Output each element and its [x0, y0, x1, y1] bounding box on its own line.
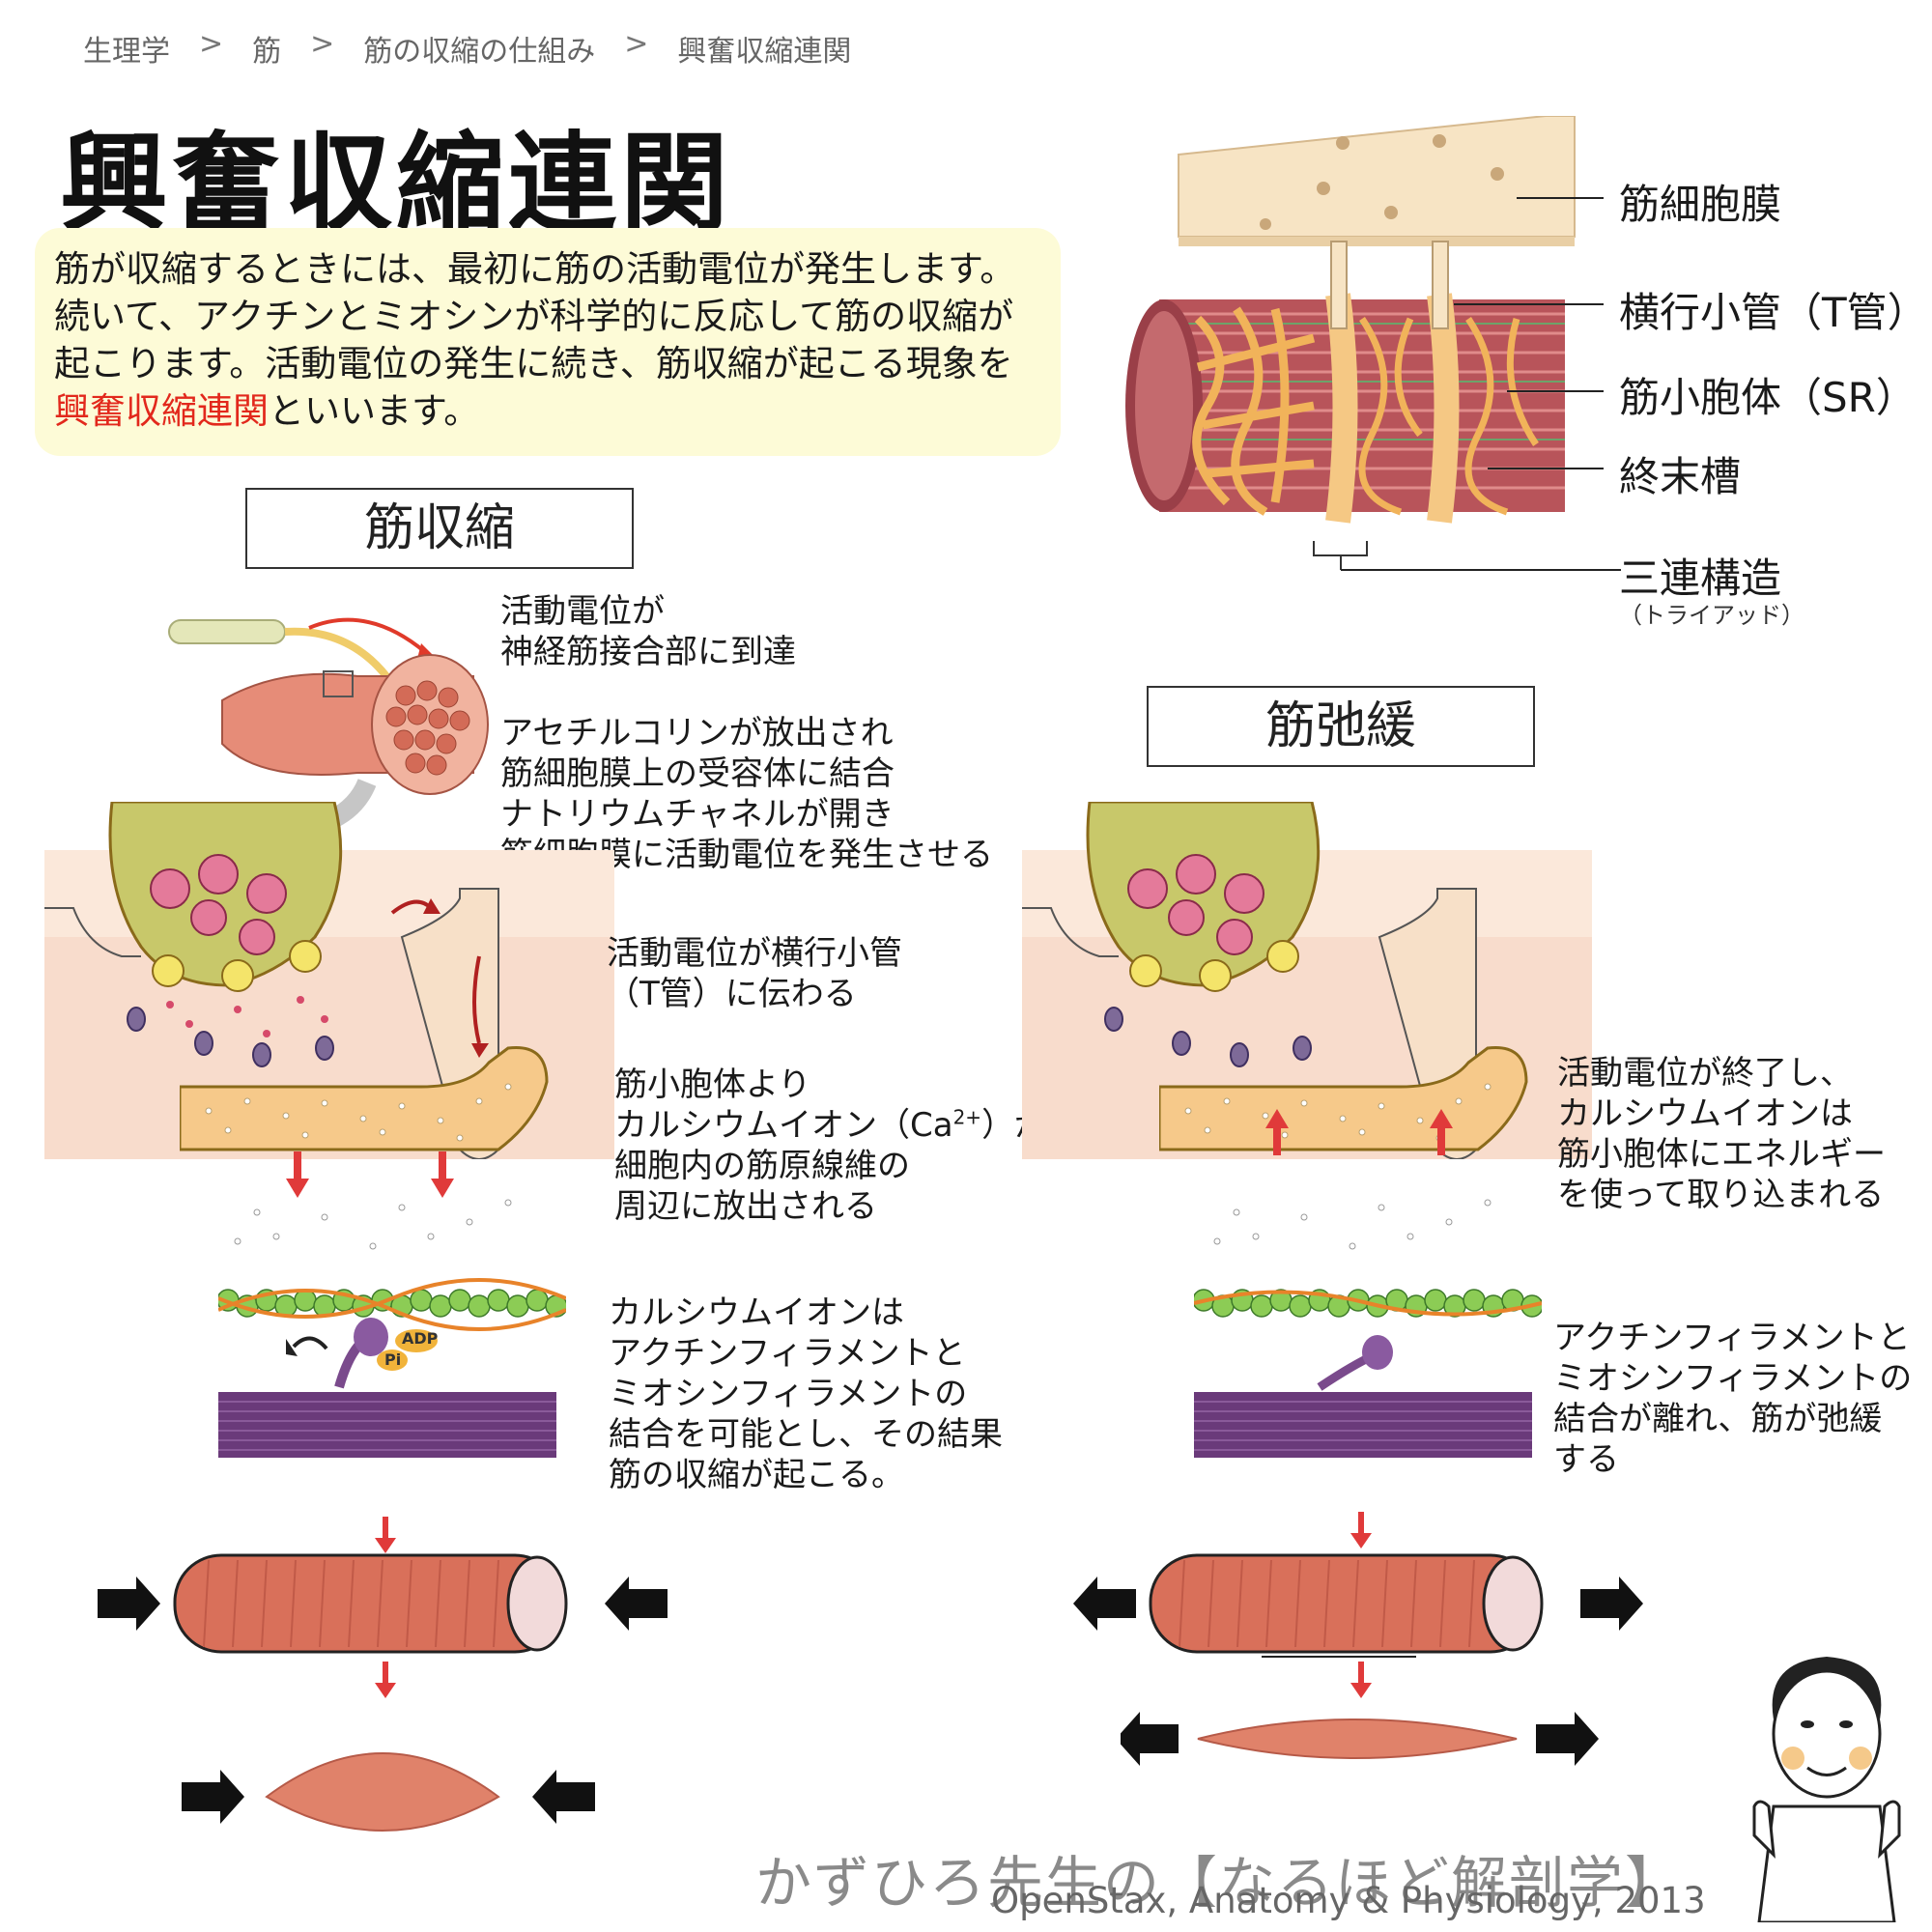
sarcoplasmic-reticulum-illustration [1125, 116, 1604, 570]
intro-highlight: 興奮収縮連関 [54, 390, 269, 432]
intro-line: 起こります。活動電位の発生に続き、筋収縮が起こる現象を [54, 343, 1013, 384]
muscle-relaxing-illustration [1073, 1512, 1643, 1698]
sr-calcium-release-contraction [180, 1045, 549, 1250]
teacher-mascot-illustration [1752, 1657, 1901, 1922]
breadcrumb-separator: > [624, 27, 649, 61]
relaxation-heading: 筋弛緩 [1147, 686, 1535, 767]
footer-credit: OpenStax, Anatomy & Physiology, 2013 [991, 1880, 1706, 1921]
calcium-charge: 2+ [952, 1105, 982, 1129]
label-triad-sub: （トライアッド） [1619, 602, 1804, 629]
intro-line: 筋が収縮するときには、最初に筋の活動電位が発生します。 [54, 248, 1016, 290]
contraction-step5-caption: カルシウムイオンは アクチンフィラメントと ミオシンフィラメントの 結合を可能と… [609, 1293, 1003, 1494]
contraction-step1-caption: 活動電位が 神経筋接合部に到達 [500, 592, 796, 671]
breadcrumb-item[interactable]: 筋 [252, 35, 282, 69]
adp-label: ADP [402, 1329, 439, 1348]
breadcrumb-separator: > [199, 27, 224, 61]
breadcrumb-item[interactable]: 筋の収縮の仕組み [363, 35, 596, 69]
nerve-muscle-bundle-illustration [168, 617, 489, 840]
footer-brand: かずひろ先生の【なるほど解剖学】 [755, 1850, 1684, 1916]
label-sarcolemma: 筋細胞膜 [1619, 181, 1782, 228]
breadcrumb: 生理学 > 筋 > 筋の収縮の仕組み > 興奮収縮連関 [83, 27, 851, 70]
label-triad: 三連構造 [1619, 554, 1782, 602]
pi-label: Pi [384, 1350, 402, 1369]
label-t-tubule: 横行小管（T管） [1619, 289, 1928, 336]
contraction-heading: 筋収縮 [245, 488, 634, 569]
triad-leader-line [1341, 569, 1621, 571]
breadcrumb-item[interactable]: 生理学 [83, 35, 170, 69]
intro-line: 続いて、アクチンとミオシンが科学的に反応して筋の収縮が [54, 296, 1014, 337]
breadcrumb-item-current: 興奮収縮連関 [677, 35, 852, 69]
contraction-step4-pre: 筋小胞体より カルシウムイオン（Ca [614, 1065, 953, 1145]
intro-line: 興奮収縮連関といいます。 [54, 387, 1041, 435]
sr-calcium-uptake-relaxation [1159, 1045, 1528, 1250]
intro-box: 筋が収縮するときには、最初に筋の活動電位が発生します。 続いて、アクチンとミオシ… [35, 228, 1061, 456]
relaxation-step2-caption: アクチンフィラメントと ミオシンフィラメントの 結合が離れ、筋が弛緩 する [1553, 1319, 1913, 1479]
breadcrumb-separator: > [310, 27, 335, 61]
relaxation-step1-caption: 活動電位が終了し、 カルシウムイオンは 筋小胞体にエネルギー を使って取り込まれ… [1557, 1054, 1886, 1214]
actin-myosin-binding-illustration [218, 1278, 566, 1458]
contraction-step4-post: ）が 細胞内の筋原線維の 周辺に放出される [614, 1106, 1048, 1226]
muscle-relaxed-illustration [1121, 1712, 1599, 1766]
contraction-step4-caption: 筋小胞体より カルシウムイオン（Ca2+）が 細胞内の筋原線維の 周辺に放出され… [614, 1065, 1047, 1227]
muscle-contracting-illustration [98, 1517, 668, 1832]
page-title: 興奮収縮連関 [60, 122, 732, 247]
contraction-step3-caption: 活動電位が横行小管 （T管）に伝わる [607, 934, 902, 1013]
label-terminal-cisterna: 終末槽 [1619, 453, 1742, 500]
label-sarcoplasmic-reticulum: 筋小胞体（SR） [1619, 374, 1917, 421]
actin-myosin-release-illustration [1194, 1289, 1542, 1458]
intro-tail: といいます。 [269, 390, 480, 432]
